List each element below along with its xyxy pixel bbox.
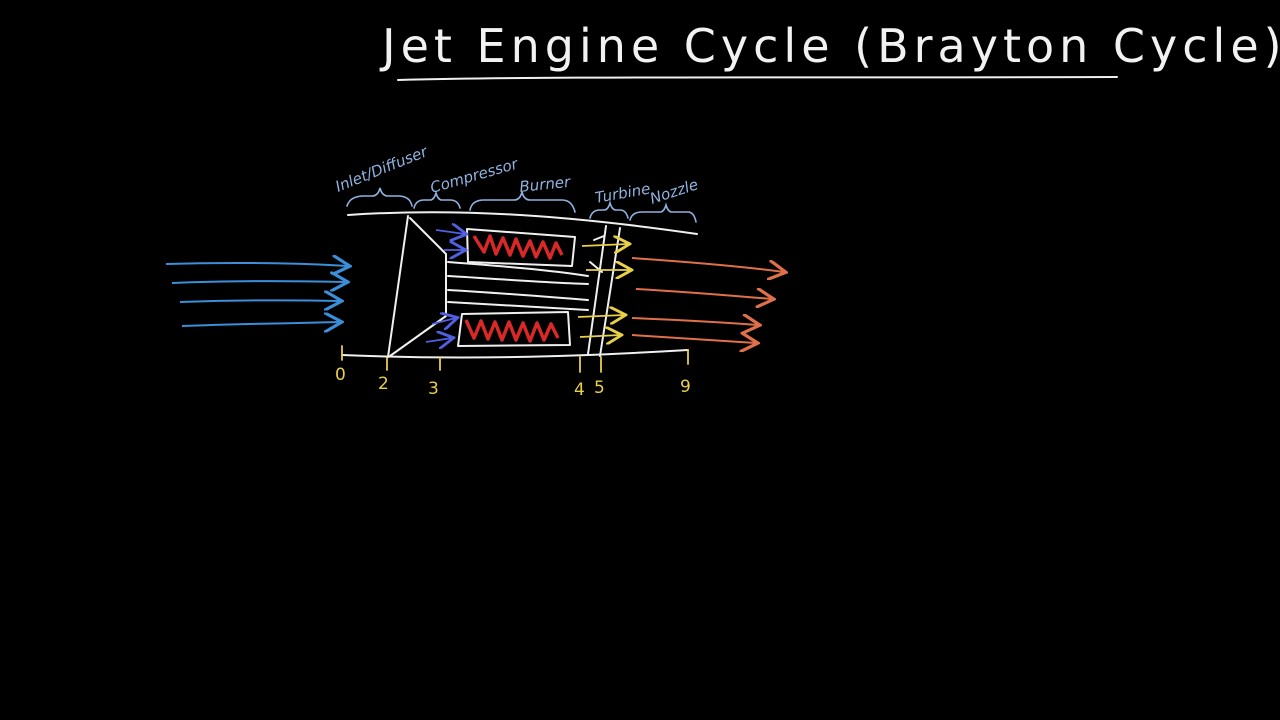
- burner-chamber-bottom: [457, 311, 571, 347]
- station-label-3: 3: [428, 379, 439, 399]
- title-underline: [397, 76, 1118, 81]
- compressor-body: [389, 217, 447, 357]
- label-turbine: Turbine: [594, 180, 652, 207]
- turbine-detail-2: [593, 235, 605, 241]
- core-passage-2: [447, 275, 589, 285]
- bracket-compressor: [413, 190, 461, 209]
- combustion-flame-top: [472, 234, 564, 260]
- hot-gas-arrow-3: [577, 315, 624, 317]
- station-label-9: 9: [680, 377, 691, 397]
- combustion-flame-bottom: [464, 319, 560, 343]
- label-nozzle: Nozzle: [648, 175, 701, 207]
- hot-gas-arrow-1: [581, 244, 628, 246]
- exhaust-flow-arrow-3: [631, 318, 758, 325]
- compressor-inlet-face: [387, 215, 409, 358]
- exhaust-flow-arrow-2: [635, 289, 772, 299]
- station-label-5: 5: [594, 378, 605, 398]
- page-title: Jet Engine Cycle (Brayton Cycle): [379, 19, 1280, 73]
- bracket-nozzle: [629, 202, 697, 223]
- engine-casing-top: [347, 211, 698, 235]
- core-passage-3: [447, 289, 589, 301]
- bracket-turbine: [589, 200, 629, 219]
- label-burner: Burner: [519, 173, 572, 196]
- core-passage-1: [447, 261, 589, 277]
- station-label-0: 0: [335, 365, 346, 385]
- intake-flow-arrow-1: [165, 263, 348, 266]
- core-passage-4: [447, 301, 589, 311]
- exhaust-flow-arrow-1: [631, 257, 784, 272]
- bracket-burner: [469, 191, 576, 213]
- label-inlet: Inlet/Diffuser: [333, 142, 431, 196]
- compressed-flow-arrow-4: [425, 338, 452, 342]
- station-label-4: 4: [574, 380, 585, 400]
- compressed-flow-arrow-3: [431, 318, 456, 324]
- burner-chamber-top: [466, 228, 576, 267]
- turbine-front-face: [587, 225, 607, 355]
- bracket-inlet: [346, 187, 413, 207]
- intake-flow-arrow-2: [171, 281, 346, 283]
- station-label-2: 2: [378, 374, 389, 394]
- compressed-flow-arrow-1: [435, 230, 465, 234]
- hot-gas-arrow-4: [579, 335, 620, 337]
- exhaust-flow-arrow-4: [631, 335, 756, 343]
- intake-flow-arrow-4: [181, 322, 340, 326]
- label-compressor: Compressor: [428, 154, 520, 196]
- intake-flow-arrow-3: [179, 300, 340, 302]
